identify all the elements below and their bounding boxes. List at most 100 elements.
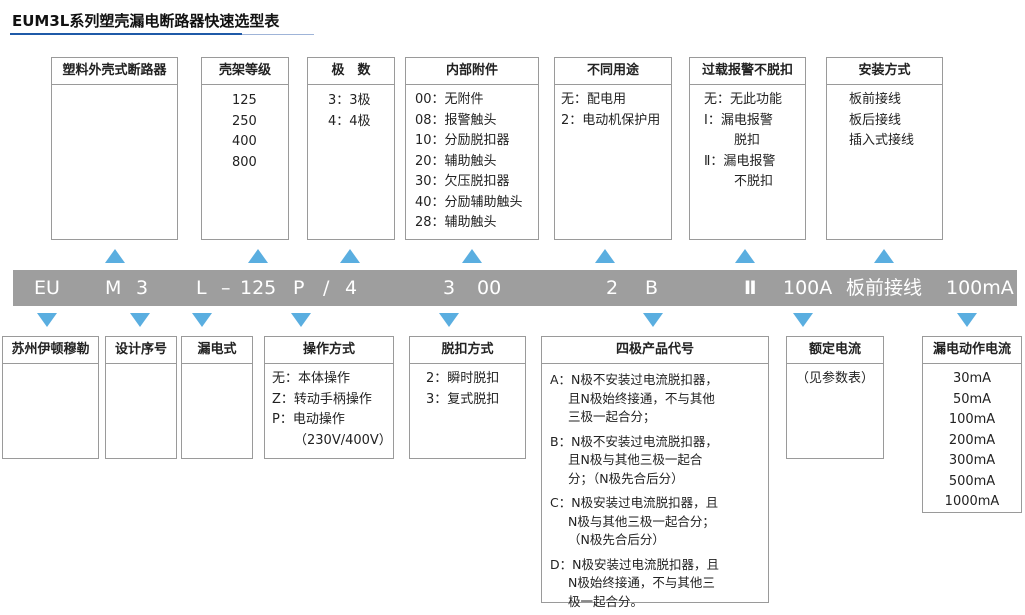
box-header: 操作方式 <box>265 337 393 364</box>
trip-line: 2：瞬时脱扣 <box>426 371 500 386</box>
box-rated-current: 额定电流 （见参数表） <box>786 336 884 459</box>
arrow-up-icon <box>248 249 268 263</box>
fourpole-line: 三极一起合分； <box>568 409 656 424</box>
arrow-down-icon <box>957 313 977 327</box>
arrow-up-icon <box>340 249 360 263</box>
code-3: 3 <box>136 277 149 299</box>
leakcur-line: 500mA <box>948 473 996 489</box>
box-design-serial: 设计序号 <box>105 336 177 459</box>
code-frame: 125 <box>240 277 277 299</box>
fourpole-line: 分；（N极先合后分） <box>568 470 684 486</box>
arrow-up-icon <box>735 249 755 263</box>
fourpole-line: 且N极始终接通，不与其他 <box>568 390 715 406</box>
fourpole-line: B：N极不安装过电流脱扣器， <box>550 433 718 449</box>
box-leakage-type: 漏电式 <box>181 336 253 459</box>
accessory-line: 08：报警触头 <box>415 112 497 128</box>
accessory-line: 40：分励辅助触头 <box>415 194 523 210</box>
box-header: 安装方式 <box>827 58 942 85</box>
operation-line: 无：本体操作 <box>272 371 351 386</box>
trip-line: 3：复式脱扣 <box>426 391 500 407</box>
fourpole-line: A：N极不安装过电流脱扣器， <box>550 372 718 387</box>
fourpole-line: （N极先合后分） <box>568 532 665 547</box>
install-line: 板后接线 <box>849 112 902 128</box>
box-breaker-type: 塑料外壳式断路器 <box>51 57 178 240</box>
overload-line: Ⅱ：漏电报警 <box>704 153 776 169</box>
box-header: 脱扣方式 <box>410 337 525 364</box>
box-operation-mode: 操作方式 无：本体操作 Z：转动手柄操作 P：电动操作 （230V/400V） <box>264 336 394 459</box>
box-trip-mode: 脱扣方式 2：瞬时脱扣 3：复式脱扣 <box>409 336 526 459</box>
poles-line: 3：3极 <box>328 93 371 108</box>
leakcur-line: 50mA <box>952 391 992 407</box>
overload-line: 不脱扣 <box>734 174 774 189</box>
box-header: 苏州伊顿穆勒 <box>3 337 98 364</box>
box-four-pole-code: 四极产品代号 A：N极不安装过电流脱扣器， 且N极始终接通，不与其他 三极一起合… <box>541 336 769 609</box>
frame-line: 125 <box>232 93 257 108</box>
leakcur-line: 1000mA <box>944 494 1000 509</box>
install-line: 板前接线 <box>849 92 902 107</box>
accessory-line: 30：欠压脱扣器 <box>415 174 510 189</box>
code-2: 2 <box>606 277 619 299</box>
fourpole-line: N极与其他三极一起合分； <box>568 513 715 529</box>
overload-line: 脱扣 <box>734 133 761 148</box>
leakcur-line: 200mA <box>948 432 996 448</box>
box-internal-accessory: 内部附件 00：无附件 08：报警触头 10：分励脱扣器 20：辅助触头 30：… <box>405 57 539 240</box>
box-leakage-current: 漏电动作电流 30mA 50mA 100mA 200mA 300mA 500mA… <box>922 336 1022 513</box>
accessory-line: 10：分励脱扣器 <box>415 133 510 148</box>
box-header: 设计序号 <box>106 337 176 364</box>
model-code-band <box>13 270 1017 306</box>
code-slash: / <box>323 277 330 299</box>
code-ma: 100mA <box>946 277 1014 299</box>
leakcur-line: 300mA <box>948 453 996 468</box>
arrow-up-icon <box>874 249 894 263</box>
box-header: 四极产品代号 <box>542 337 768 364</box>
operation-line: P：电动操作 <box>272 412 345 427</box>
code-b: B <box>645 277 659 299</box>
poles-line: 4：4极 <box>328 113 371 129</box>
box-header: 塑料外壳式断路器 <box>52 58 177 85</box>
code-l: L <box>196 277 207 299</box>
code-m: M <box>105 277 122 299</box>
arrow-up-icon <box>595 249 615 263</box>
overload-line: Ⅰ：漏电报警 <box>704 112 773 128</box>
usage-line: 无：配电用 <box>561 92 627 107</box>
arrow-up-icon <box>462 249 482 263</box>
code-00: 00 <box>477 277 502 299</box>
code-dash: – <box>221 277 231 299</box>
box-header: 漏电动作电流 <box>923 337 1021 364</box>
box-poles: 极 数 3：3极 4：4极 <box>307 57 395 240</box>
arrow-up-icon <box>105 249 125 263</box>
leakcur-line: 30mA <box>952 371 992 386</box>
box-usage: 不同用途 无：配电用 2：电动机保护用 <box>554 57 672 240</box>
arrow-down-icon <box>793 313 813 327</box>
fourpole-line: 极一起合分。 <box>568 593 644 609</box>
box-header: 内部附件 <box>406 58 538 85</box>
fourpole-line: 且N极与其他三极一起合 <box>568 452 703 467</box>
title-underline-light <box>242 34 314 35</box>
box-manufacturer: 苏州伊顿穆勒 <box>2 336 99 459</box>
fourpole-line: D：N极安装过电流脱扣器，且 <box>550 556 719 572</box>
arrow-down-icon <box>37 313 57 327</box>
fourpole-line: N极始终接通，不与其他三 <box>568 575 715 590</box>
box-install-method: 安装方式 板前接线 板后接线 插入式接线 <box>826 57 943 240</box>
fourpole-line: C：N极安装过电流脱扣器，且 <box>550 495 719 510</box>
page-title: EUM3L系列塑壳漏电断路器快速选型表 <box>12 12 280 30</box>
box-header: 壳架等级 <box>202 58 288 85</box>
accessory-line: 00：无附件 <box>415 92 484 107</box>
box-header: 过载报警不脱扣 <box>690 58 805 85</box>
usage-line: 2：电动机保护用 <box>561 112 661 128</box>
frame-line: 250 <box>232 113 257 129</box>
operation-line: （230V/400V） <box>294 432 392 448</box>
code-p: P <box>293 277 305 299</box>
box-header: 漏电式 <box>182 337 252 364</box>
arrow-down-icon <box>643 313 663 327</box>
box-overload-alarm: 过载报警不脱扣 无：无此功能 Ⅰ：漏电报警 脱扣 Ⅱ：漏电报警 不脱扣 <box>689 57 806 240</box>
arrow-down-icon <box>130 313 150 327</box>
install-line: 插入式接线 <box>849 133 915 148</box>
code-eu: EU <box>34 277 60 299</box>
operation-line: Z：转动手柄操作 <box>272 391 372 407</box>
code-roman: Ⅱ <box>744 277 757 299</box>
box-frame-rating: 壳架等级 125 250 400 800 <box>201 57 289 240</box>
code-mount: 板前接线 <box>846 277 923 299</box>
code-4: 4 <box>345 277 358 299</box>
overload-line: 无：无此功能 <box>704 92 783 107</box>
